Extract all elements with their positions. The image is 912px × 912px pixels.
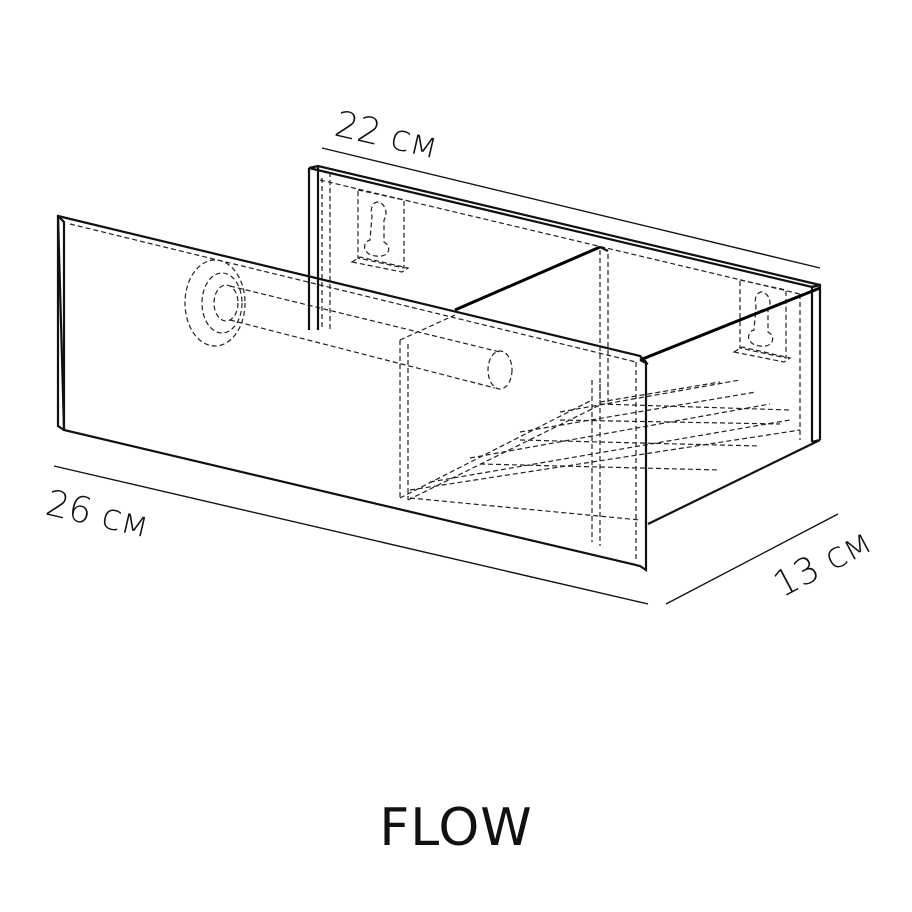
rod bbox=[184, 259, 513, 390]
product-name: FLOW bbox=[379, 798, 533, 858]
front-panel bbox=[56, 214, 648, 573]
shelf-edges bbox=[409, 286, 821, 525]
back-panel bbox=[307, 164, 822, 444]
keyhole-mount-left bbox=[350, 189, 410, 273]
dimension-depth-label: 13 см bbox=[767, 521, 878, 606]
dimension-top-label: 22 см bbox=[331, 104, 442, 167]
divider-panel bbox=[399, 245, 609, 501]
dimension-front: 26 см bbox=[42, 465, 649, 605]
dimension-front-label: 26 см bbox=[42, 483, 153, 546]
dimension-depth: 13 см bbox=[665, 513, 878, 606]
dimension-top: 22 см bbox=[321, 104, 821, 269]
keyhole-mount-right bbox=[732, 279, 792, 363]
